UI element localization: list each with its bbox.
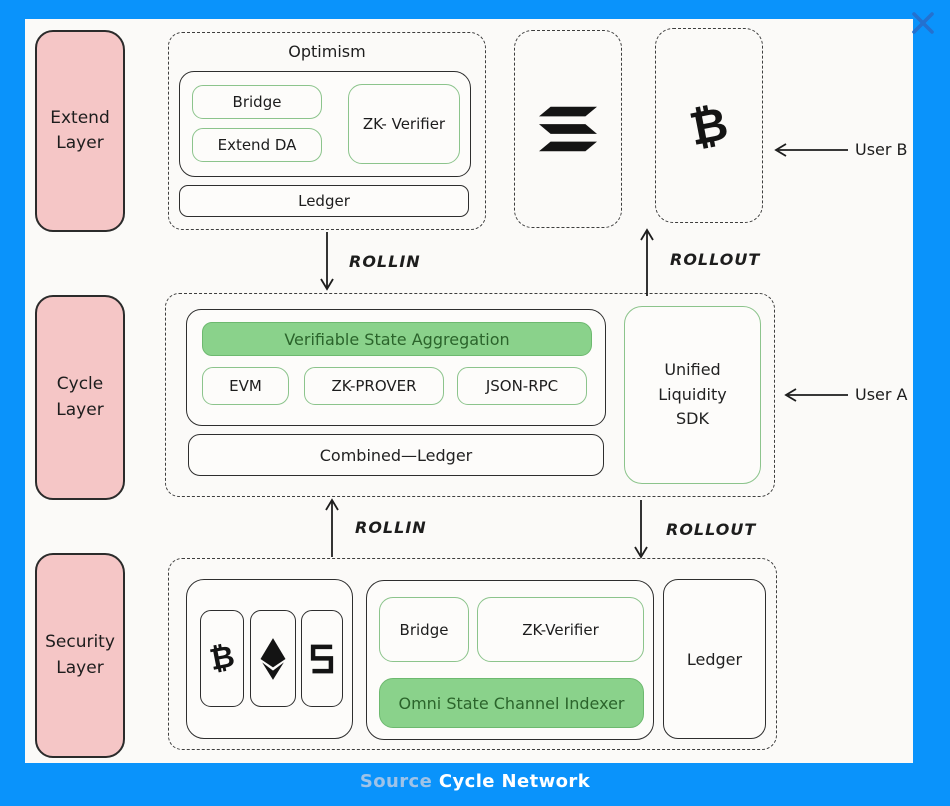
optimism-bridge-box: Bridge <box>192 85 322 119</box>
s-chain-mini-box <box>301 610 343 707</box>
rollin-bottom-label: ROLLIN <box>355 518 427 537</box>
caption-source-label: Source <box>359 771 433 792</box>
caption-source-name: Cycle Network <box>438 771 591 792</box>
security-inner-box: Bridge ZK-Verifier Omni State Channel In… <box>366 580 654 740</box>
json-rpc-label: JSON-RPC <box>485 377 559 395</box>
layer-cycle: Cycle Layer <box>35 295 125 500</box>
bitcoin-mini-box: ₿ <box>200 610 244 707</box>
rollin-top-label: ROLLIN <box>349 252 421 271</box>
ethereum-icon <box>260 637 286 680</box>
optimism-title: Optimism <box>288 42 366 61</box>
optimism-group: Optimism Bridge Extend DA ZK- Verifier L… <box>168 32 486 230</box>
omni-indexer-label: Omni State Channel Indexer <box>398 693 625 713</box>
s-chain-icon <box>310 644 334 673</box>
cycle-group: Verifiable State Aggregation EVM ZK-PROV… <box>165 293 775 497</box>
security-ledger-box: Ledger <box>663 579 766 739</box>
rollout-top-label: ROLLOUT <box>670 250 761 269</box>
close-icon <box>912 12 934 34</box>
vsa-bar: Verifiable State Aggregation <box>202 322 592 356</box>
security-group: ₿ Bridge <box>168 558 777 750</box>
layer-extend-label: Extend Layer <box>50 107 110 154</box>
bitcoin-chain-box: ₿ <box>655 28 763 223</box>
vsa-label: Verifiable State Aggregation <box>284 329 510 349</box>
zk-prover-box: ZK-PROVER <box>304 367 444 405</box>
layer-extend: Extend Layer <box>35 30 125 232</box>
user-b-label: User B <box>855 140 908 159</box>
ethereum-mini-box <box>250 610 296 707</box>
optimism-inner-box: Bridge Extend DA ZK- Verifier <box>179 71 471 177</box>
rollout-bottom-label: ROLLOUT <box>666 520 757 539</box>
solana-chain-box <box>514 30 622 228</box>
cycle-inner-box: Verifiable State Aggregation EVM ZK-PROV… <box>186 309 606 426</box>
security-bridge-label: Bridge <box>399 620 449 639</box>
security-zk-verifier-box: ZK-Verifier <box>477 597 644 662</box>
unified-liquidity-sdk-label: Unified Liquidity SDK <box>658 359 727 429</box>
caption: Source Cycle Network <box>0 771 950 792</box>
unified-liquidity-sdk-box: Unified Liquidity SDK <box>624 306 761 484</box>
layer-security-label: Security Layer <box>45 632 115 678</box>
optimism-bridge-label: Bridge <box>232 93 282 111</box>
user-a-label: User A <box>855 385 908 404</box>
optimism-ledger-box: Ledger <box>179 185 469 217</box>
combined-ledger-label: Combined—Ledger <box>319 445 473 465</box>
solana-icon <box>539 106 597 152</box>
bitcoin-icon: ₿ <box>206 638 238 679</box>
close-button[interactable] <box>909 9 937 37</box>
json-rpc-box: JSON-RPC <box>457 367 587 405</box>
layer-security: Security Layer <box>35 553 125 758</box>
optimism-ledger-label: Ledger <box>298 192 350 210</box>
security-bridge-box: Bridge <box>379 597 469 662</box>
evm-label: EVM <box>229 377 262 395</box>
layer-cycle-label: Cycle Layer <box>56 374 104 420</box>
security-zk-verifier-label: ZK-Verifier <box>522 620 599 639</box>
optimism-zk-verifier-box: ZK- Verifier <box>348 84 460 164</box>
omni-indexer-bar: Omni State Channel Indexer <box>379 678 644 728</box>
security-ledger-label: Ledger <box>686 649 743 669</box>
bitcoin-icon: ₿ <box>685 95 733 156</box>
optimism-zk-verifier-label: ZK- Verifier <box>362 115 446 133</box>
evm-box: EVM <box>202 367 289 405</box>
diagram-canvas: Extend Layer Cycle Layer Security Layer … <box>25 19 913 763</box>
optimism-extend-da-box: Extend DA <box>192 128 322 162</box>
chain-icons-box: ₿ <box>186 579 353 739</box>
zk-prover-label: ZK-PROVER <box>331 377 417 395</box>
optimism-extend-da-label: Extend DA <box>217 136 297 154</box>
combined-ledger-box: Combined—Ledger <box>188 434 604 476</box>
